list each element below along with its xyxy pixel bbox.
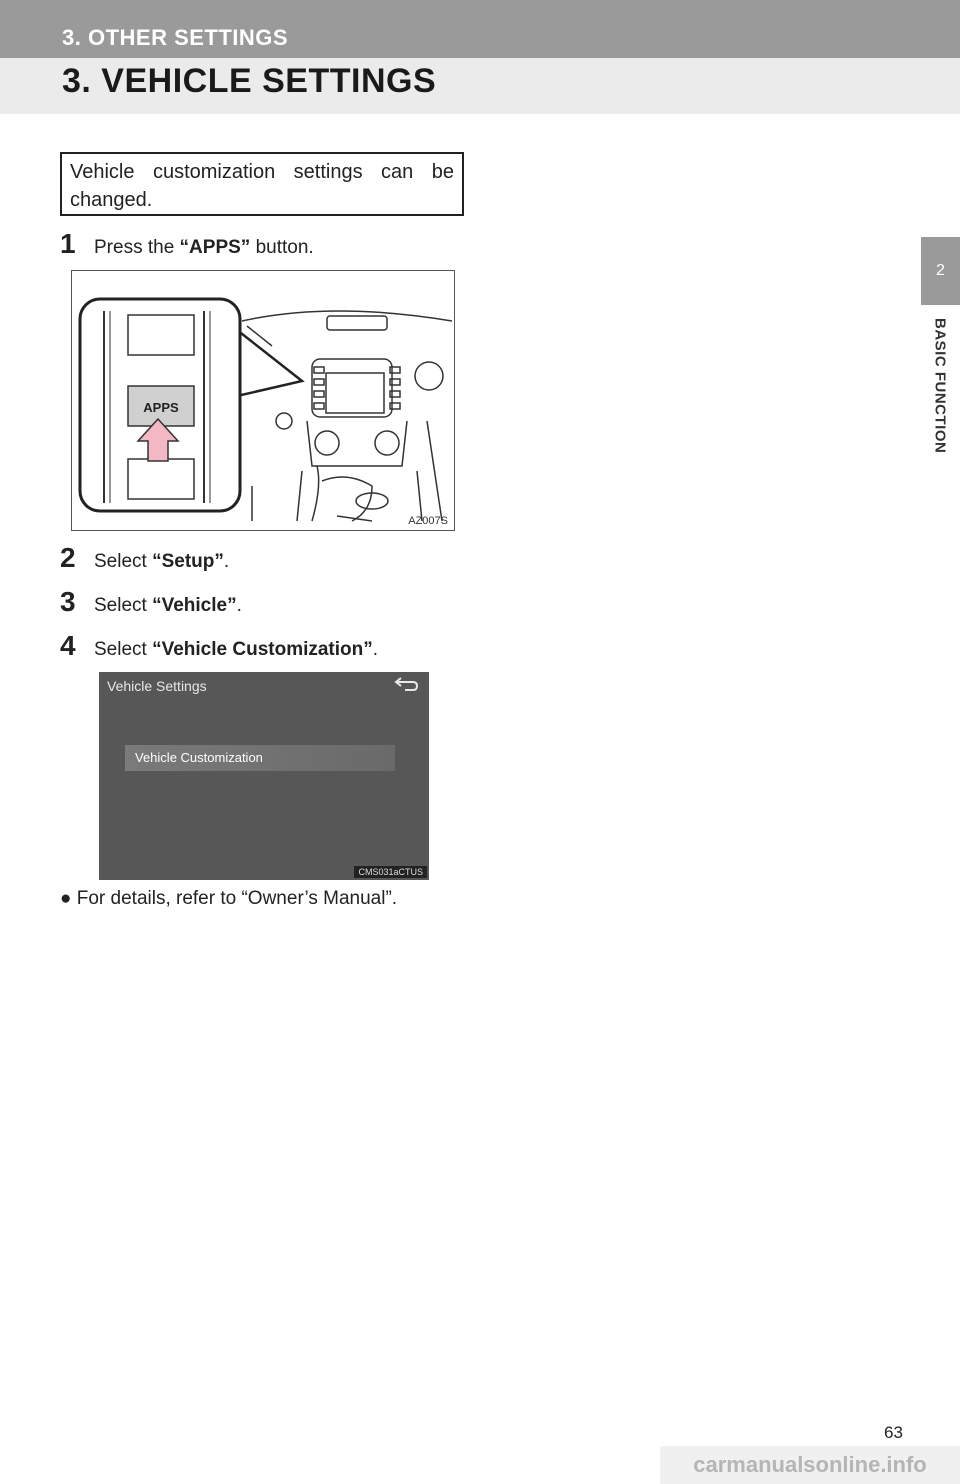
- step-number: 3: [60, 586, 76, 617]
- apps-button-label: APPS: [143, 400, 179, 415]
- step-text: Select: [94, 595, 153, 616]
- screen-title: Vehicle Settings: [107, 678, 207, 694]
- page-number: 63: [884, 1423, 903, 1442]
- step-4: 4 Select “Vehicle Customization”.: [60, 630, 378, 662]
- vehicle-settings-screen: Vehicle Settings Vehicle Customization C…: [99, 672, 429, 880]
- step-text-end: .: [372, 639, 379, 660]
- header-band: [0, 0, 960, 58]
- chapter-number: 2: [936, 262, 945, 279]
- intro-box: Vehicle customization settings can be ch…: [60, 152, 464, 216]
- step-keyword: “Vehicle Customization”: [152, 639, 373, 660]
- title-band: [0, 58, 960, 114]
- back-arrow-icon[interactable]: [393, 676, 419, 699]
- details-note: ● For details, refer to “Owner’s Manual”…: [60, 888, 398, 909]
- step-number: 4: [60, 630, 76, 661]
- step-text-end: button.: [250, 237, 314, 258]
- step-3: 3 Select “Vehicle”.: [60, 586, 242, 618]
- dashboard-illustration: APPS AZ007S: [78, 297, 453, 527]
- figure-code: CMS031aCTUS: [354, 866, 427, 878]
- step-number: 2: [60, 542, 76, 573]
- watermark: carmanualsonline.info: [660, 1446, 960, 1484]
- chapter-label: BASIC FUNCTION: [920, 318, 960, 488]
- step-number: 1: [60, 228, 76, 259]
- step-text-end: .: [236, 595, 242, 616]
- step-2: 2 Select “Setup”.: [60, 542, 229, 574]
- vehicle-customization-label: Vehicle Customization: [135, 750, 263, 765]
- chapter-label-text: BASIC FUNCTION: [931, 318, 949, 454]
- step-1: 1 Press the “APPS” button.: [60, 228, 314, 260]
- vehicle-customization-button[interactable]: Vehicle Customization: [125, 745, 395, 771]
- chapter-tab[interactable]: 2: [921, 237, 960, 305]
- step-text: Press the: [94, 237, 180, 258]
- section-label: 3. OTHER SETTINGS: [62, 25, 289, 50]
- step-keyword: “Vehicle”: [152, 595, 237, 616]
- page-title: 3. VEHICLE SETTINGS: [62, 62, 437, 100]
- figure-code: AZ007S: [408, 515, 448, 527]
- step-text-end: .: [223, 551, 230, 572]
- step-keyword: “Setup”: [152, 551, 224, 572]
- apps-button-illustration: APPS AZ007S: [71, 270, 455, 531]
- step-text: Select: [94, 551, 153, 572]
- press-arrow-icon: [136, 417, 180, 462]
- step-text: Select: [94, 639, 153, 660]
- step-keyword: “APPS”: [179, 237, 251, 258]
